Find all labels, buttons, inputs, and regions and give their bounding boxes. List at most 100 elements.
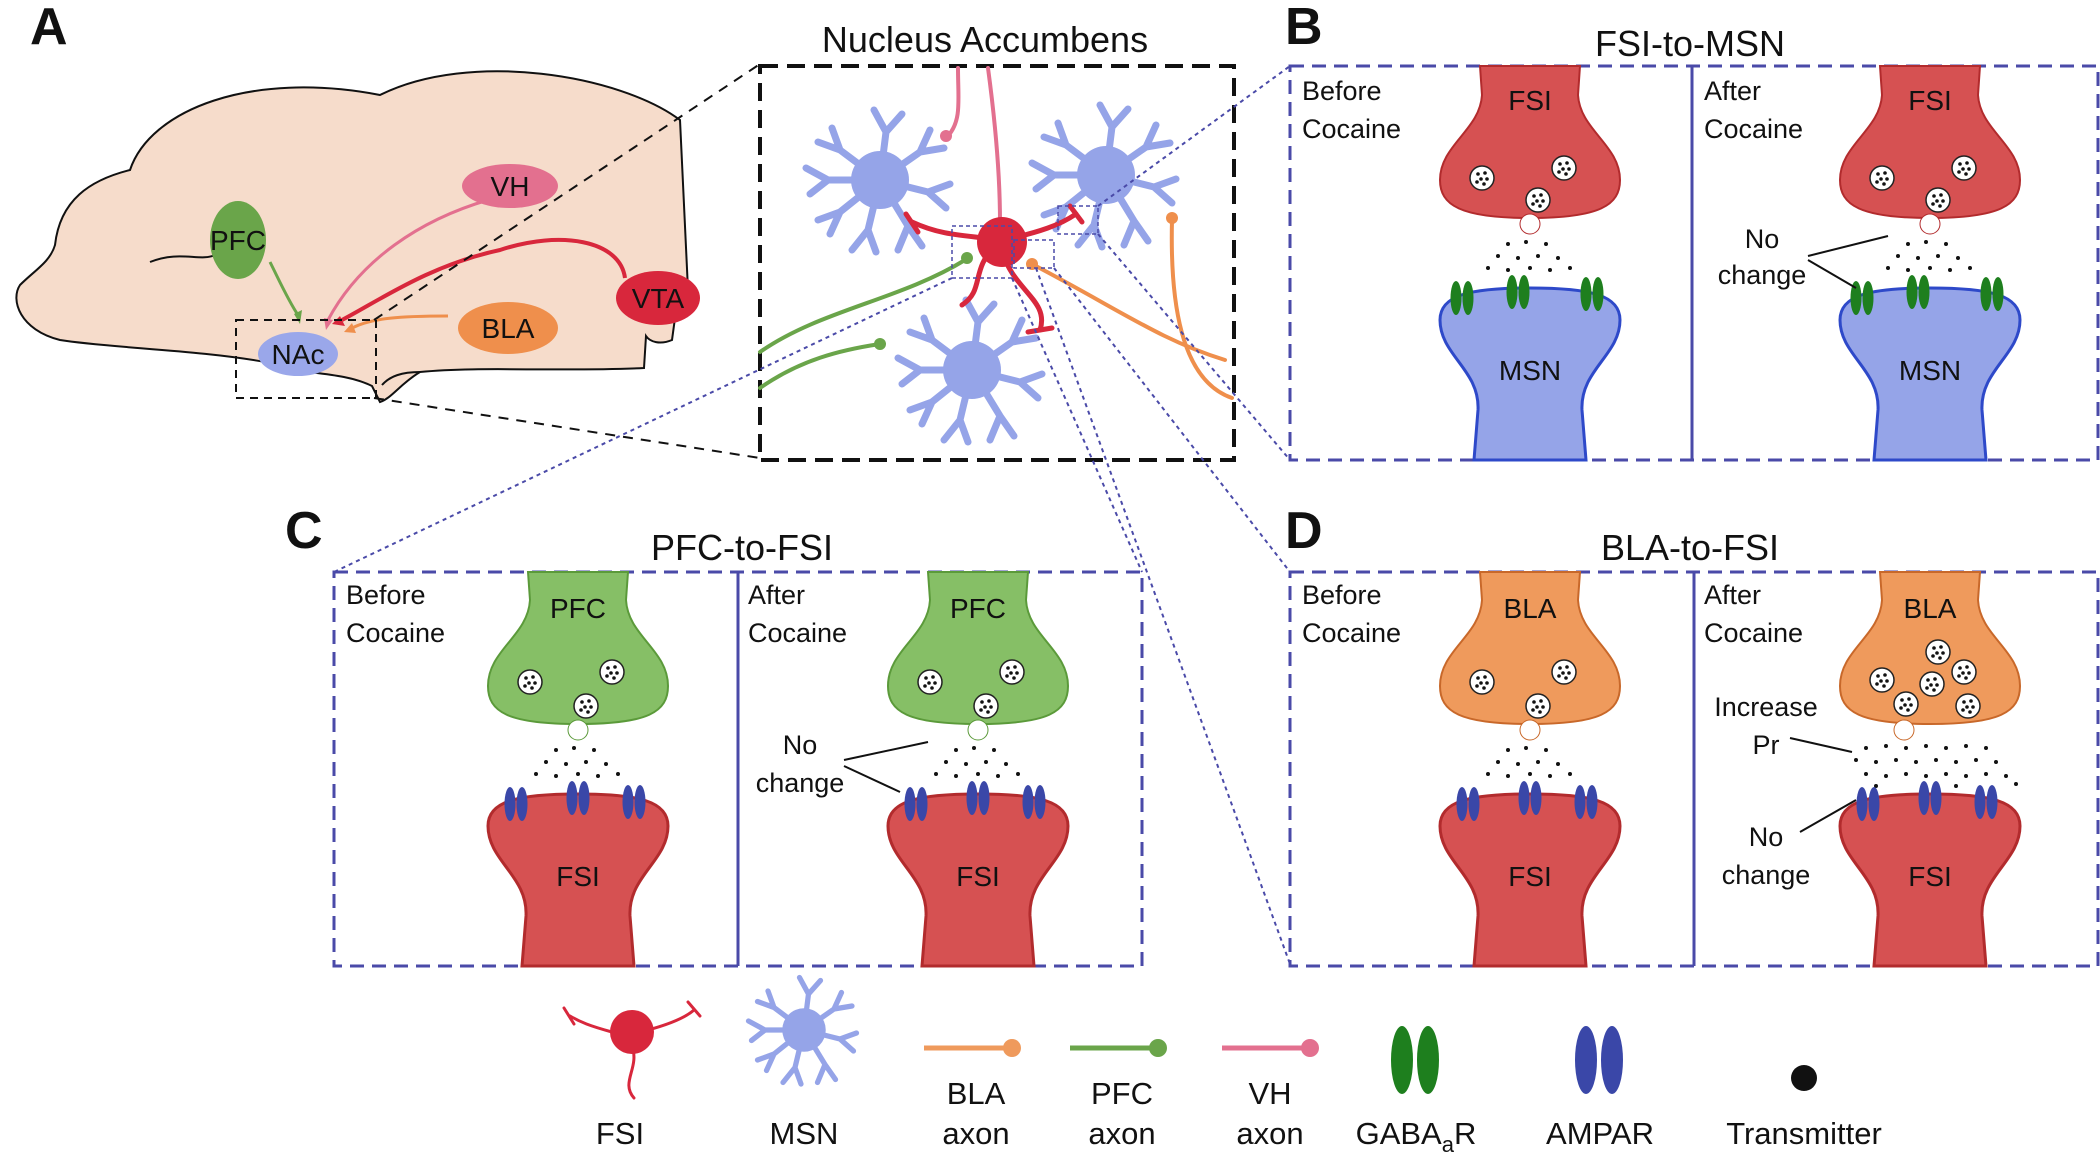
zoom-lines [373,63,761,459]
annotation-increase: Increase [1714,692,1818,722]
legend-transmitter-label: Transmitter [1726,1116,1882,1151]
panel-b-after-label-2: Cocaine [1704,114,1803,144]
transmitter-dots [1486,240,1572,272]
vesicle [1469,165,1495,191]
transmitter-dots [934,746,1020,778]
panel-c-before-label-2: Cocaine [346,618,445,648]
vesicle [1525,693,1551,719]
vesicle [1893,691,1919,717]
region-vta: VTA [616,271,700,325]
legend-pfc-axon: PFC axon [1070,1039,1167,1151]
transmitter-dots [1886,240,1972,272]
legend-msn: MSN [749,978,857,1151]
postsynaptic-label: FSI [1508,861,1552,892]
panel-letter-c: C [285,502,323,560]
annotation-pr: Pr [1753,730,1780,760]
vesicle [1551,659,1577,685]
transmitter-dots-increased [1854,744,2018,788]
legend-vh-axon-label-2: axon [1236,1116,1303,1151]
region-nac-label: NAc [272,339,325,370]
vesicle [917,669,943,695]
fsi-postsynaptic-spine [1438,792,1622,968]
region-nac: NAc [258,332,338,376]
vesicle [1525,187,1551,213]
presynaptic-label: PFC [950,593,1006,624]
presynaptic-label: PFC [550,593,606,624]
panel-letter-b: B [1285,0,1323,56]
region-vh-label: VH [491,171,530,202]
ampa-receptors [504,781,646,821]
legend: FSI MSN BLA axon PFC axon VH axon [562,978,1882,1155]
vesicle [1951,659,1977,685]
connector-lines [333,65,1291,965]
transmitter-dots [1486,746,1572,778]
panel-c-title: PFC-to-FSI [651,527,833,568]
annotation-change: change [756,768,845,798]
vesicle [1551,155,1577,181]
panel-c-after-label-1: After [748,580,805,610]
postsynaptic-label: MSN [1499,355,1561,386]
region-bla: BLA [458,302,558,354]
panel-b-frame [1288,64,2100,462]
accumbens-axon-terminals [874,130,1178,350]
legend-gabaa-label: GABAaR [1356,1116,1477,1155]
accumbens-title: Nucleus Accumbens [822,19,1148,60]
presynaptic-label: FSI [1508,85,1552,116]
ampa-receptors [904,781,1046,821]
legend-vh-axon: VH axon [1222,1039,1319,1151]
vesicle [999,659,1025,685]
nac-highlight-box [235,319,377,399]
vesicle [1925,187,1951,213]
panel-c-before: Before Cocaine PFC FSI [346,571,670,968]
vesicle [1869,667,1895,693]
panel-c-after: After Cocaine PFC FSI No change [748,571,1070,968]
vesicle [1869,165,1895,191]
legend-pfc-axon-label-2: axon [1088,1116,1155,1151]
gabaa-receptors [1850,275,2004,315]
region-pfc: PFC [210,201,266,279]
brain-sagittal [15,70,690,404]
panel-b-before-label-1: Before [1302,76,1382,106]
gabaa-receptors [1450,275,1604,315]
postsynaptic-label: FSI [556,861,600,892]
postsynaptic-label: FSI [956,861,1000,892]
ampa-receptors [1456,781,1598,821]
legend-fsi-label: FSI [596,1116,644,1151]
panel-b-after-label-1: After [1704,76,1761,106]
region-vh: VH [462,164,558,208]
fsi-postsynaptic-spine [486,792,670,968]
vesicle [1469,669,1495,695]
postsynaptic-label: MSN [1899,355,1961,386]
vesicle [517,669,543,695]
fsi-postsynaptic-spine [886,792,1070,968]
annotation-no: No [783,730,818,760]
legend-pfc-axon-label-1: PFC [1091,1076,1153,1111]
panel-d-after: After Cocaine BLA FSI Increase Pr No cha… [1704,571,2022,968]
panel-letter-a: A [30,0,68,56]
panel-d-after-label-1: After [1704,580,1761,610]
panel-d-title: BLA-to-FSI [1601,527,1779,568]
vesicle [1955,693,1981,719]
ampa-receptors [1856,781,1998,821]
presynaptic-label: FSI [1908,85,1952,116]
annotation-no: No [1749,822,1784,852]
legend-bla-axon: BLA axon [924,1039,1021,1151]
panel-letter-d: D [1285,502,1323,560]
panel-d-after-label-2: Cocaine [1704,618,1803,648]
legend-transmitter: Transmitter [1726,1065,1882,1151]
region-vta-label: VTA [632,283,685,314]
legend-ampa-receptor: AMPAR [1546,1026,1654,1151]
presynaptic-label: BLA [1504,593,1557,624]
annotation-pointers [1807,235,1889,289]
legend-msn-label: MSN [770,1116,839,1151]
region-pfc-label: PFC [210,225,266,256]
panel-d-before-label-1: Before [1302,580,1382,610]
legend-gabaa-receptor: GABAaR [1356,1026,1477,1155]
accumbens-axons [758,66,1234,400]
panel-b-after: After Cocaine FSI MSN No change [1704,65,2022,462]
legend-vh-axon-label-1: VH [1248,1076,1291,1111]
msn-postsynaptic-spine [1438,286,1622,462]
annotation-change: change [1722,860,1811,890]
panel-b-title: FSI-to-MSN [1595,23,1785,64]
fsi-postsynaptic-spine [1838,792,2022,968]
